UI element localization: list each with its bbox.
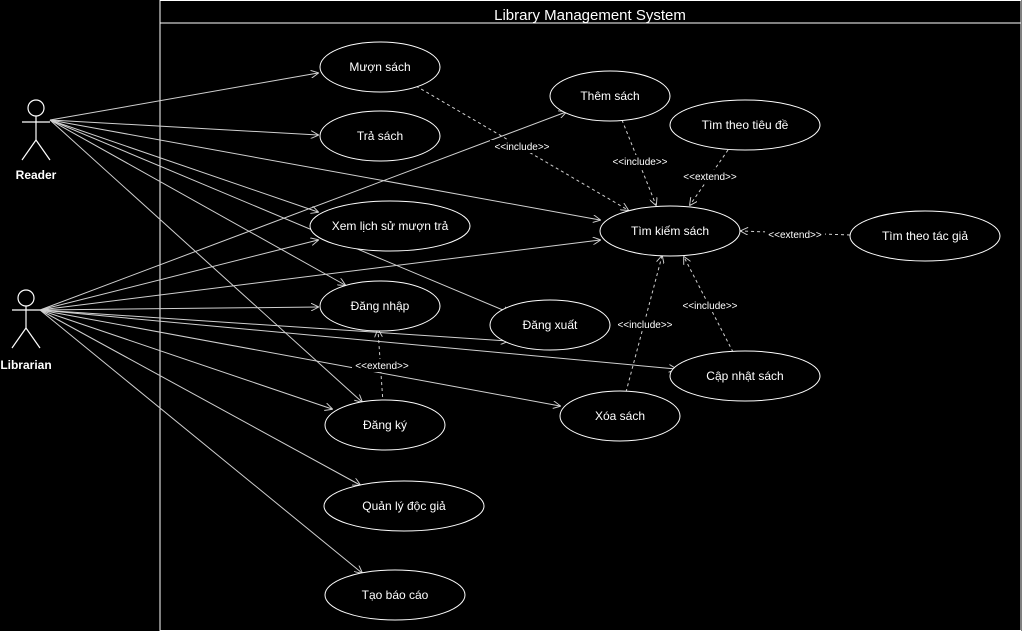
usecase-dang-ky[interactable]: Đăng ký [324, 399, 446, 451]
usecase-dang-xuat-label: Đăng xuất [523, 318, 578, 332]
actor-librarian-label: Librarian [0, 358, 51, 372]
actor-librarian[interactable]: Librarian [0, 289, 52, 372]
librarian-associations [39, 112, 676, 573]
assoc-librarian-tim-kiem [39, 240, 600, 311]
usecase-dang-ky-label: Đăng ký [363, 418, 407, 432]
usecase-muon-sach[interactable]: Mượn sách [319, 41, 441, 93]
assoc-reader-tra-sach [49, 119, 318, 135]
actor-reader-label: Reader [16, 168, 57, 182]
usecase-tao-bao-cao[interactable]: Tạo báo cáo [324, 569, 466, 621]
assoc-reader-xem-lich-su [49, 119, 318, 212]
assoc-reader-tim-kiem [49, 119, 600, 220]
usecase-muon-sach-label: Mượn sách [349, 60, 410, 74]
stereo-tieu-de-extend: <<extend>> [683, 172, 737, 183]
usecase-cap-nhat-sach-label: Cập nhật sách [706, 369, 783, 383]
usecase-them-sach-label: Thêm sách [580, 89, 639, 103]
usecase-tim-theo-tac-gia-label: Tìm theo tác giả [882, 229, 968, 243]
assoc-librarian-dang-ky [39, 309, 332, 409]
extend-tieu-de-to-tim [690, 149, 729, 205]
usecase-tim-theo-tieu-de-label: Tìm theo tiêu đề [702, 118, 789, 132]
assoc-librarian-xem-lich-su [39, 240, 318, 311]
assoc-librarian-cap-nhat [39, 309, 676, 369]
stereo-xoa-include: <<include>> [617, 320, 672, 331]
assoc-reader-dang-nhap [49, 119, 345, 285]
stereotype-labels: <<include>> <<include>> <<extend>> <<ext… [352, 140, 825, 372]
stick-figure-icon [11, 289, 41, 349]
usecase-tra-sach-label: Trả sách [357, 129, 403, 143]
usecase-tim-kiem-sach-label: Tìm kiếm sách [631, 224, 709, 238]
stereo-dang-ky-extend: <<extend>> [355, 361, 409, 372]
usecase-dang-nhap-label: Đăng nhập [351, 299, 410, 313]
system-title: Library Management System [494, 7, 686, 24]
assoc-librarian-xoa-sach [39, 309, 560, 406]
assoc-librarian-dang-xuat [39, 309, 508, 341]
actor-reader[interactable]: Reader [16, 99, 57, 182]
usecase-tra-sach[interactable]: Trả sách [319, 110, 441, 162]
usecase-tim-theo-tieu-de[interactable]: Tìm theo tiêu đề [669, 99, 821, 151]
stereo-them-include: <<include>> [612, 157, 667, 168]
use-cases: Mượn sách Trả sách Xem lịch sử mượn trả … [309, 41, 1001, 621]
usecase-dang-xuat[interactable]: Đăng xuất [489, 299, 611, 351]
usecase-tao-bao-cao-label: Tạo báo cáo [362, 588, 429, 602]
usecase-tim-kiem-sach[interactable]: Tìm kiếm sách [599, 205, 741, 257]
reader-associations [49, 73, 600, 402]
usecase-xem-lich-su[interactable]: Xem lịch sử mượn trả [309, 200, 471, 252]
usecase-them-sach[interactable]: Thêm sách [549, 70, 671, 122]
usecase-xem-lich-su-label: Xem lịch sử mượn trả [332, 219, 449, 233]
assoc-librarian-quan-ly [39, 309, 360, 485]
assoc-reader-dang-ky [49, 119, 362, 402]
stick-figure-icon [21, 99, 51, 161]
stereo-muon-include: <<include>> [494, 142, 549, 153]
usecase-xoa-sach-label: Xóa sách [595, 409, 645, 423]
stereo-tac-gia-extend: <<extend>> [768, 230, 822, 241]
assoc-librarian-them-sach [39, 112, 566, 311]
stereo-cap-nhat-include: <<include>> [682, 301, 737, 312]
assoc-librarian-tao-bao-cao [39, 309, 362, 573]
usecase-xoa-sach[interactable]: Xóa sách [559, 390, 681, 442]
usecase-tim-theo-tac-gia[interactable]: Tìm theo tác giả [849, 210, 1001, 262]
assoc-reader-muon-sach [49, 73, 318, 121]
usecase-cap-nhat-sach[interactable]: Cập nhật sách [669, 350, 821, 402]
assoc-librarian-dang-nhap [39, 307, 318, 310]
usecase-quan-ly-doc-gia[interactable]: Quản lý độc giả [323, 480, 485, 532]
assoc-reader-dang-xuat [49, 119, 510, 313]
usecase-dang-nhap[interactable]: Đăng nhập [319, 280, 441, 332]
usecase-quan-ly-doc-gia-label: Quản lý độc giả [362, 499, 446, 513]
